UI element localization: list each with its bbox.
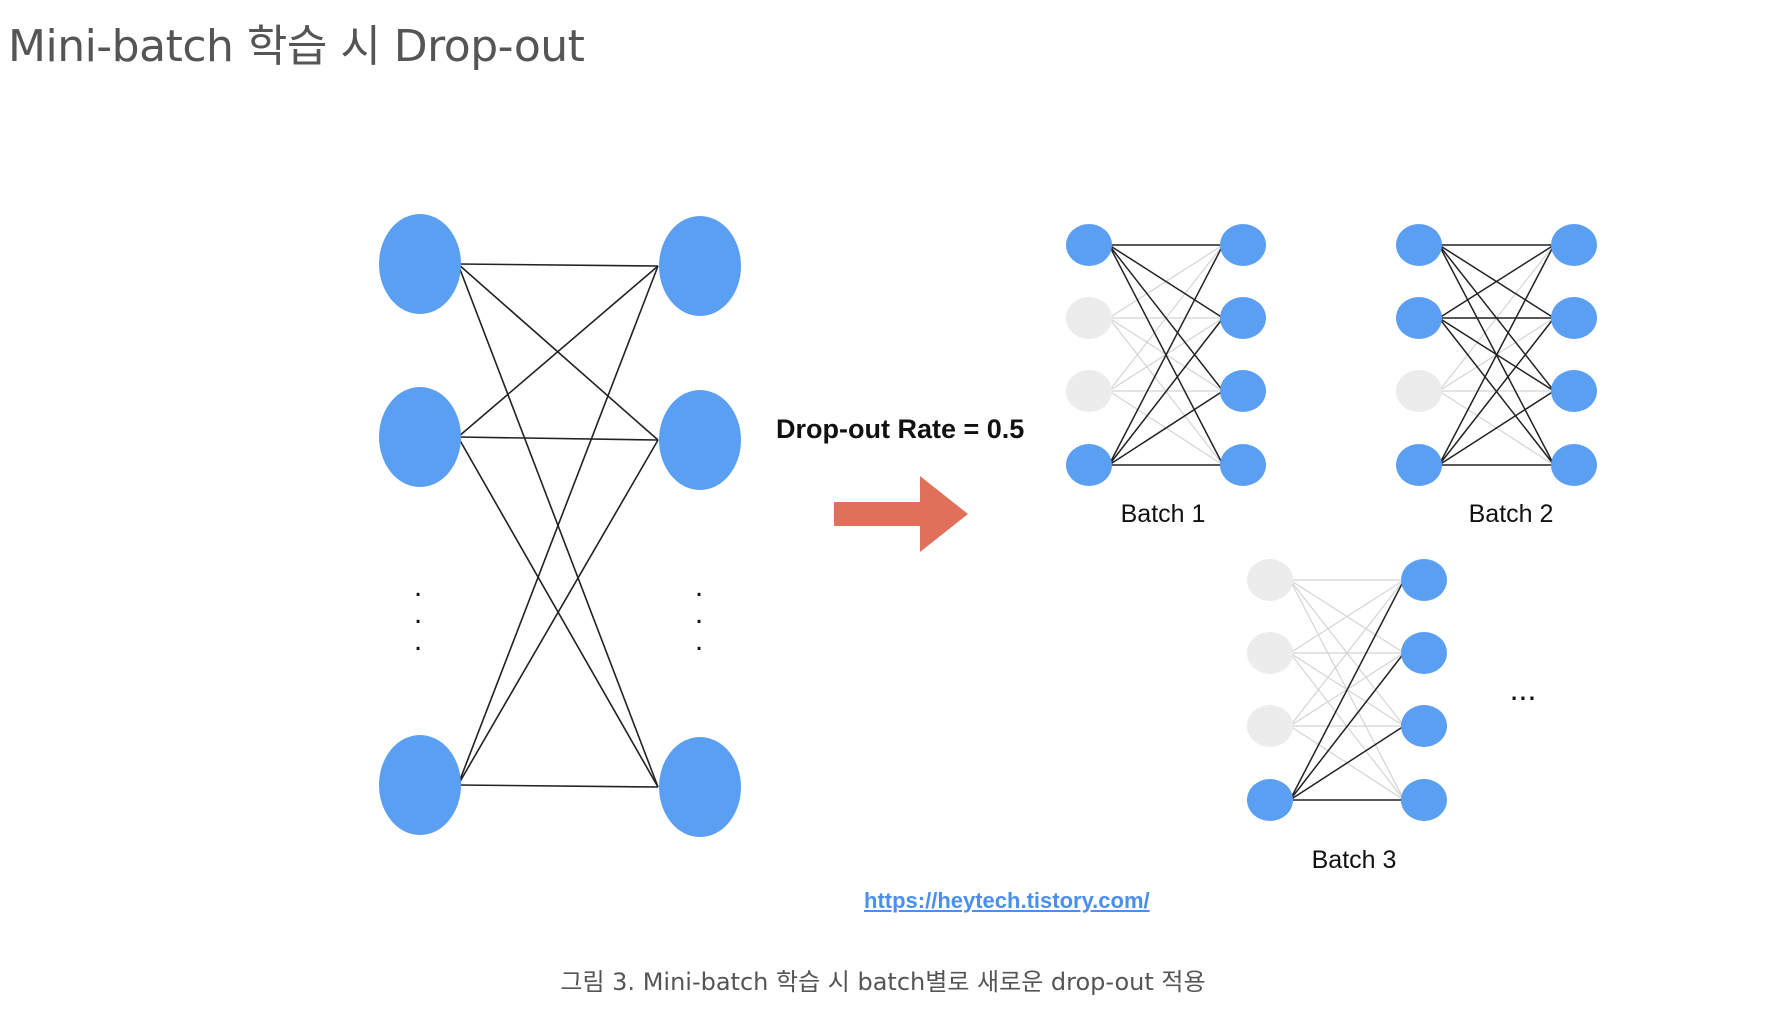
batch-1-edge [1108,244,1224,319]
batch-1-edge [1108,244,1224,466]
batch-3-edge [1289,725,1405,801]
vertical-ellipsis-right-dot-1: . [695,570,703,603]
batch-3-input-node [1247,632,1293,674]
batch-1-network [1066,224,1266,486]
batch-3-output-node [1401,779,1447,821]
right-arrow-icon [834,476,968,552]
source-link[interactable]: https://heytech.tistory.com/ [864,888,1150,913]
output-node-2 [659,390,741,490]
full-network-edge-0 [457,263,659,267]
full-network-edge-7 [457,439,659,786]
batch-1-edge [1108,317,1224,466]
batch-3-network [1247,559,1447,821]
batch-2-edge [1438,244,1555,319]
batch-3-edge [1289,579,1405,654]
figure-caption: 그림 3. Mini-batch 학습 시 batch별로 새로운 drop-o… [560,968,1206,996]
batch-2-output-node [1551,444,1597,486]
dropout-rate-label: Drop-out Rate = 0.5 [776,414,1024,444]
batch-2-network [1396,224,1597,486]
batch-2-output-node [1551,370,1597,412]
full-network-edge-4 [457,436,659,441]
batch-2-edge [1438,390,1555,466]
batch-1-edge [1108,244,1224,392]
input-node-1 [379,214,461,314]
batch-2-output-node [1551,224,1597,266]
batch-3-output-node [1401,559,1447,601]
vertical-ellipsis-left-dot-3: . [414,624,422,657]
batch-3-input-node [1247,559,1293,601]
input-node-3 [379,735,461,835]
batch-3-edge [1289,579,1405,727]
batch-1-input-node [1066,370,1112,412]
batch-2-input-node [1396,444,1442,486]
batch-2-label: Batch 2 [1469,500,1554,528]
more-batches-ellipsis: ... [1510,671,1537,707]
batch-2-edge [1438,244,1555,466]
batch-1-label: Batch 1 [1121,500,1206,528]
batch-2-output-node [1551,297,1597,339]
batch-3-label: Batch 3 [1312,846,1397,874]
input-node-2 [379,387,461,487]
batch-2-input-node [1396,297,1442,339]
batch-1-output-node [1220,444,1266,486]
vertical-ellipsis-right-dot-2: . [695,597,703,630]
batch-1-output-node [1220,297,1266,339]
batch-3-output-node [1401,705,1447,747]
batch-2-edge [1438,317,1555,466]
vertical-ellipsis-left-dot-1: . [414,570,422,603]
vertical-ellipsis-right-dot-3: . [695,624,703,657]
full-network-edge-8 [457,784,659,788]
batch-1-input-node [1066,297,1112,339]
full-network [379,214,741,837]
batch-3-output-node [1401,632,1447,674]
batch-3-input-node [1247,705,1293,747]
batch-1-output-node [1220,224,1266,266]
page-title: Mini-batch 학습 시 Drop-out [8,21,585,72]
batch-3-edge [1289,652,1405,801]
full-network-edge-3 [457,265,659,438]
batch-1-input-node [1066,224,1112,266]
vertical-ellipsis-left-dot-2: . [414,597,422,630]
output-node-3 [659,737,741,837]
batch-3-edge [1289,579,1405,801]
batch-3-input-node [1247,779,1293,821]
batch-2-input-node [1396,370,1442,412]
output-node-1 [659,216,741,316]
full-network-edge-6 [457,265,659,786]
batch-1-input-node [1066,444,1112,486]
batch-2-input-node [1396,224,1442,266]
batch-1-edge [1108,390,1224,466]
batch-1-output-node [1220,370,1266,412]
